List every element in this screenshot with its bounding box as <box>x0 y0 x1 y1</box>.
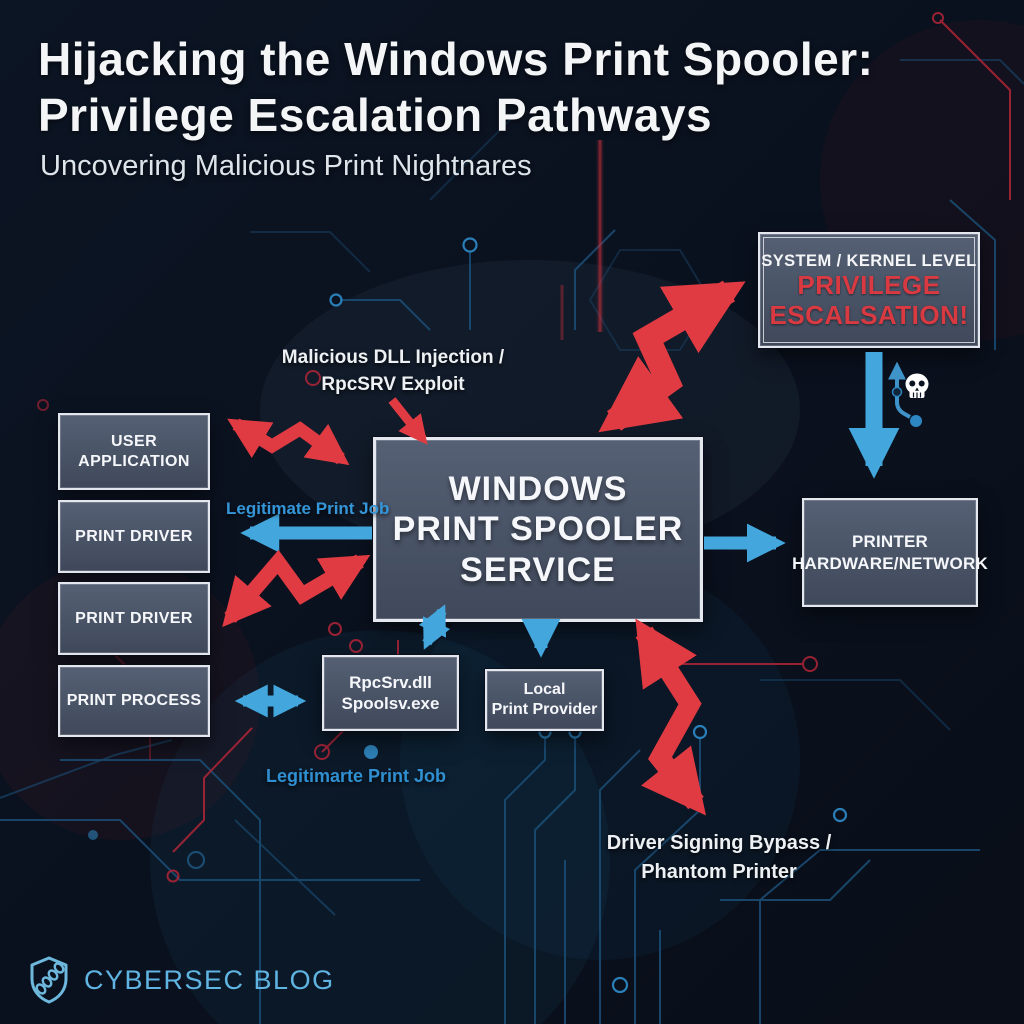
node-printer-hardware-network: PRINTER HARDWARE/NETWORK <box>792 498 988 607</box>
spooler-label-line2: PRINT SPOOLER <box>392 510 684 549</box>
skull-icon <box>905 373 929 398</box>
label-legitimate-print-job-lower: Legitimarte Print Job <box>266 766 447 786</box>
escalation-branch-glyph <box>888 361 922 427</box>
node-print-driver-1: PRINT DRIVER <box>58 500 210 573</box>
node-rpcsrv-spoolsv: RpcSrv.dll Spoolsv.exe <box>322 655 459 731</box>
rpcsrv-label-line1: RpcSrv.dll <box>349 672 432 692</box>
malicious-label-line1: Malicious DLL Injection / <box>281 347 505 368</box>
node-print-process-label: PRINT PROCESS <box>66 692 202 709</box>
privilege-escalation-alert-line1: PRIVILEGE <box>797 269 941 300</box>
spooler-label-line1: WINDOWS <box>448 470 628 509</box>
node-print-driver-2-label: PRINT DRIVER <box>75 609 193 627</box>
printer-hw-label-line1: PRINTER <box>851 532 929 552</box>
local-provider-label-line1: Local <box>523 681 566 698</box>
shield-chain-icon <box>30 956 68 1004</box>
label-malicious-dll-injection: Malicious DLL Injection / RpcSRV Exploit <box>248 344 538 398</box>
malicious-label-line2: RpcSRV Exploit <box>321 374 465 395</box>
system-kernel-header: SYSTEM / KERNEL LEVEL <box>761 251 977 270</box>
arrow-attack-user-app-zigzag <box>227 418 350 466</box>
rpcsrv-label-line2: Spoolsv.exe <box>341 694 440 713</box>
printer-hw-label-line2: HARDWARE/NETWORK <box>792 553 988 573</box>
node-print-process: PRINT PROCESS <box>58 665 210 737</box>
spooler-label-line3: SERVICE <box>460 550 616 589</box>
node-user-application-label: USER APPLICATION <box>78 432 190 470</box>
page-title-line-1: Hijacking the Windows Print Spooler: <box>38 33 874 85</box>
node-system-kernel-privilege-escalation: SYSTEM / KERNEL LEVEL PRIVILEGE ESCALSAT… <box>758 232 980 348</box>
arrow-attack-print-driver-zigzag <box>222 549 371 628</box>
node-print-driver-1-label: PRINT DRIVER <box>75 527 193 545</box>
label-legitimate-print-job-upper: Legitimate Print Job <box>226 499 390 518</box>
local-provider-label-line2: Print Provider <box>491 701 598 718</box>
privilege-escalation-alert-line2: ESCALSATION! <box>769 299 969 330</box>
node-local-print-provider: Local Print Provider <box>485 669 604 731</box>
driver-bypass-label-line1: Driver Signing Bypass / <box>606 832 832 854</box>
node-print-driver-2: PRINT DRIVER <box>58 582 210 655</box>
arrow-privilege-escalation-zigzag <box>598 280 746 433</box>
label-driver-signing-bypass: Driver Signing Bypass / Phantom Printer <box>588 829 850 887</box>
page-subtitle: Uncovering Malicious Print Nightnares <box>40 150 532 182</box>
brand-logo: CYBERSEC BLOG <box>28 956 335 1004</box>
driver-bypass-label-line2: Phantom Printer <box>641 861 797 883</box>
page-title-line-2: Privilege Escalation Pathways <box>38 89 713 141</box>
arrow-driver-signing-bypass-zigzag <box>635 618 706 816</box>
arrow-malicious-dll-injection <box>388 397 428 445</box>
brand-name: CYBERSEC BLOG <box>84 964 335 995</box>
node-windows-print-spooler-service: WINDOWS PRINT SPOOLER SERVICE <box>373 437 703 622</box>
node-user-application: USER APPLICATION <box>58 413 210 490</box>
